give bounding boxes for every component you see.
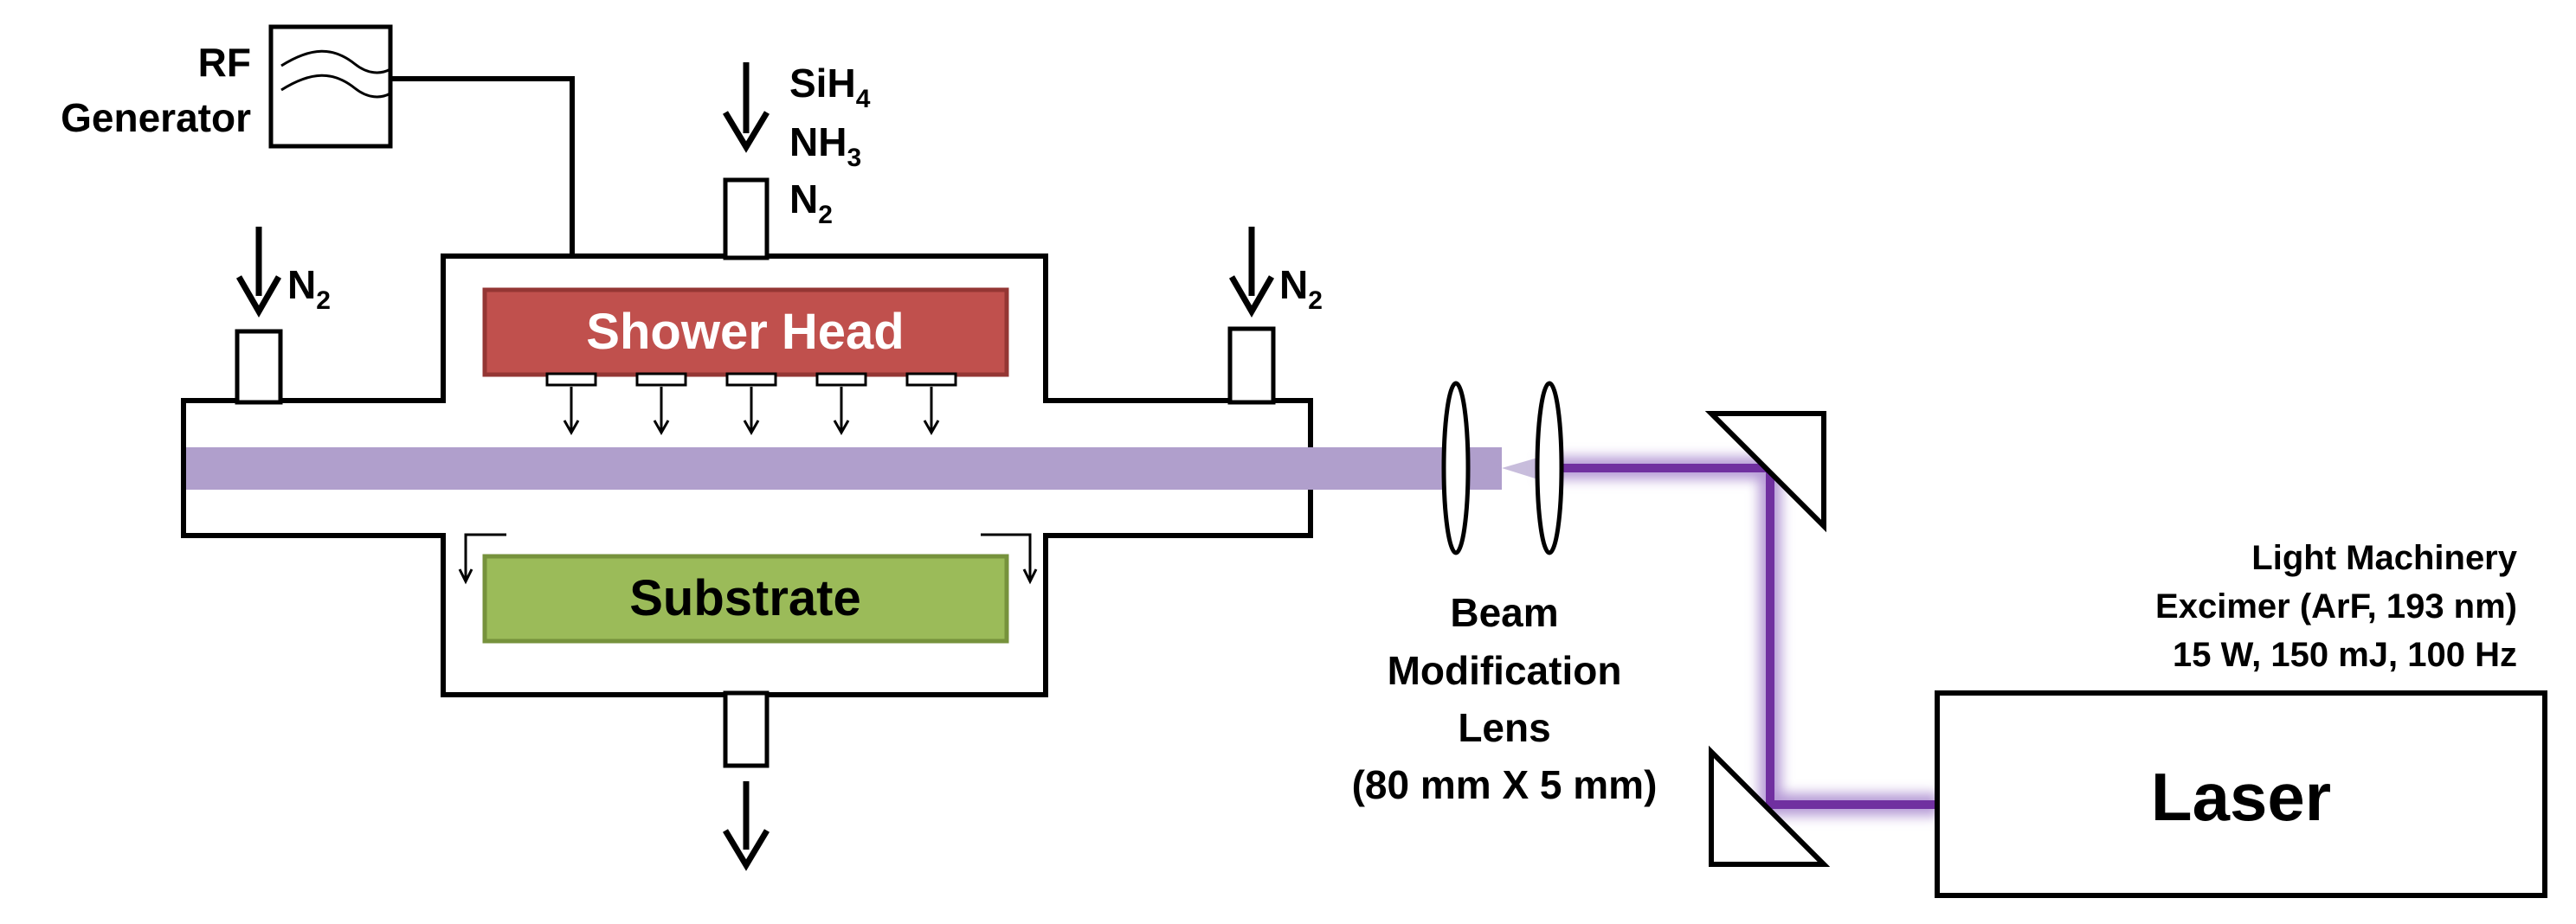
main-gas-inlet-pipe <box>723 177 770 260</box>
shower-nozzle <box>815 372 867 387</box>
gas-label-nh3: NH3 <box>789 119 861 172</box>
mirror-top <box>1704 411 1826 533</box>
rf-label-line2: Generator <box>61 95 251 140</box>
laser-label: Laser <box>2151 759 2331 835</box>
rf-generator-box <box>268 24 393 149</box>
laser-spec-line3: 15 W, 150 mJ, 100 Hz <box>2173 636 2517 674</box>
gas-flow-arrow-icon <box>833 387 850 436</box>
substrate <box>482 554 1009 644</box>
lens-label-line1: Beam <box>1450 590 1558 635</box>
laser-beam-focus <box>1502 457 1541 480</box>
laser-spec-line2: Excimer (ArF, 193 nm) <box>2155 587 2517 626</box>
shower-nozzle <box>905 372 957 387</box>
lens-label-line2: Modification <box>1388 648 1622 693</box>
lens-label-line3: Lens <box>1458 705 1550 750</box>
laser-box <box>1935 690 2547 898</box>
rf-wave-icon <box>280 49 391 74</box>
shower-nozzle <box>725 372 777 387</box>
gas-flow-arrow-icon <box>653 387 670 436</box>
left-n2-arrow-icon <box>235 227 282 318</box>
laser-beam-path <box>1541 457 1939 816</box>
corner-flow-arrow-icon <box>981 533 1038 585</box>
corner-flow-arrow-icon <box>458 533 506 585</box>
exhaust-pipe <box>723 690 770 768</box>
laser-spec-line1: Light Machinery <box>2251 539 2517 577</box>
rf-cable <box>390 76 575 292</box>
gas-flow-arrow-icon <box>923 387 940 436</box>
lens-2 <box>1535 381 1564 555</box>
lens-1 <box>1441 381 1471 555</box>
lens-label-line4: (80 mm X 5 mm) <box>1352 762 1658 807</box>
shower-head-label: Shower Head <box>586 304 904 360</box>
gas-label-n2-right: N2 <box>1279 262 1323 315</box>
main-gas-inlet-arrow-icon <box>722 62 770 153</box>
gas-label-n2-main: N2 <box>789 176 833 229</box>
left-n2-inlet-pipe <box>235 329 283 405</box>
right-n2-arrow-icon <box>1228 227 1275 318</box>
substrate-label: Substrate <box>629 570 861 626</box>
rf-label-line1: RF <box>198 40 251 85</box>
shower-nozzle <box>635 372 687 387</box>
gas-label-sih4: SiH4 <box>789 61 871 113</box>
laser-beam-focus <box>1467 447 1502 490</box>
rf-wave-icon <box>280 74 391 99</box>
rf-generator: RF Generator <box>61 24 393 149</box>
shower-nozzles <box>545 372 957 436</box>
gas-flow-arrow-icon <box>563 387 580 436</box>
mirror-bottom <box>1709 745 1831 867</box>
exhaust-arrow-icon <box>722 781 770 871</box>
gas-label-n2-left: N2 <box>287 262 331 315</box>
laser-beam-chamber <box>186 447 1502 490</box>
shower-nozzle <box>545 372 597 387</box>
right-n2-inlet-pipe <box>1227 326 1276 405</box>
gas-flow-arrow-icon <box>743 387 760 436</box>
